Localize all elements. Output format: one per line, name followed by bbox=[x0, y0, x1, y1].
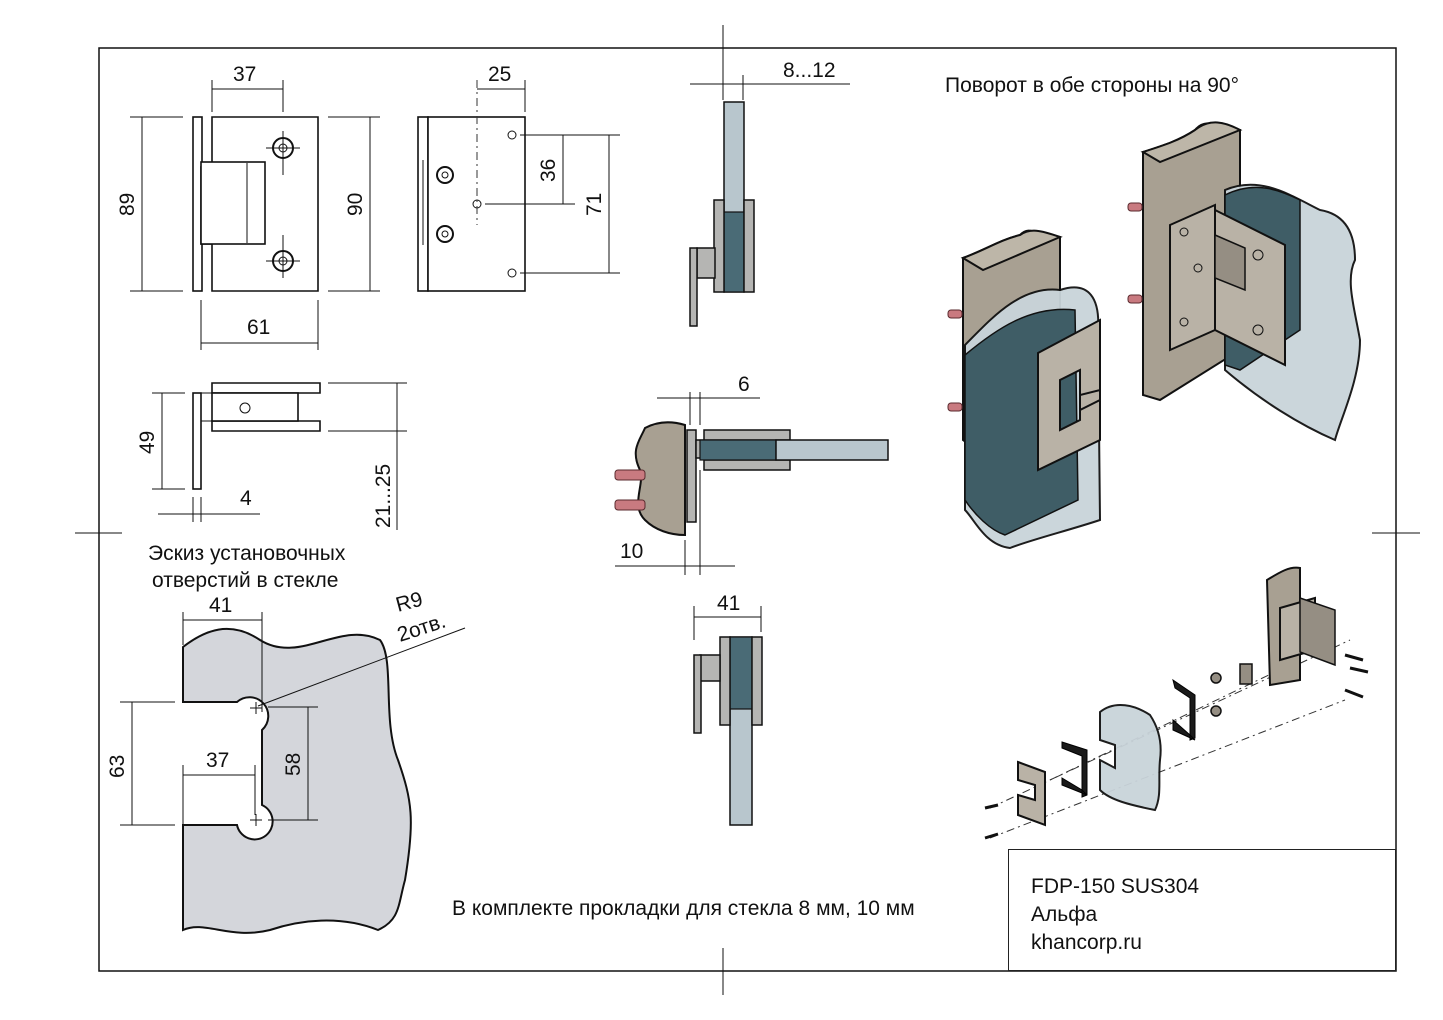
dim-cutout-radius: R9 bbox=[393, 588, 425, 617]
dim-front-width-top: 37 bbox=[233, 63, 256, 86]
product-code: FDP-150 SUS304 bbox=[1031, 875, 1200, 898]
side-view bbox=[417, 80, 620, 292]
kit-note: В комплекте прокладки для стекла 8 мм, 1… bbox=[452, 897, 915, 920]
dim-gap: 6 bbox=[738, 373, 750, 396]
dim-glass-thickness: 8...12 bbox=[783, 59, 836, 82]
dim-top-clamp-range: 21...25 bbox=[372, 464, 395, 528]
iso-hinge-closed bbox=[947, 229, 1102, 550]
product-name: Альфа bbox=[1031, 903, 1098, 926]
dim-cutout-height: 63 bbox=[106, 755, 129, 778]
dim-front-height-right: 90 bbox=[344, 193, 367, 216]
drawing-frame bbox=[98, 47, 1397, 972]
title-block: FDP-150 SUS304 Альфа khancorp.ru bbox=[1008, 849, 1396, 971]
dim-front-height-left: 89 bbox=[116, 193, 139, 216]
dim-side-hole-half: 36 bbox=[537, 159, 560, 182]
dim-cutout-hole-spacing: 58 bbox=[282, 753, 305, 776]
front-view bbox=[130, 80, 380, 350]
dim-cutout-width-top: 41 bbox=[209, 594, 232, 617]
section-horizontal bbox=[614, 392, 889, 575]
dim-cutout-depth: 37 bbox=[206, 749, 229, 772]
section-vertical bbox=[689, 25, 850, 327]
website: khancorp.ru bbox=[1031, 931, 1142, 954]
glass-sketch-title-line2: отверстий в стекле bbox=[152, 569, 338, 592]
section-lower bbox=[693, 606, 763, 826]
iso-hinge-open bbox=[1127, 121, 1362, 442]
dim-top-thickness: 4 bbox=[240, 487, 252, 510]
rotation-note: Поворот в обе стороны на 90° bbox=[945, 74, 1239, 97]
dim-side-offset: 25 bbox=[488, 63, 511, 86]
dim-front-width-bottom: 61 bbox=[247, 316, 270, 339]
glass-cutout bbox=[120, 612, 466, 934]
dim-side-hole-spacing: 71 bbox=[583, 193, 606, 216]
dim-top-height: 49 bbox=[136, 431, 159, 454]
top-view bbox=[152, 382, 407, 530]
dim-lower-width: 41 bbox=[717, 592, 740, 615]
dim-offset: 10 bbox=[620, 540, 643, 563]
glass-sketch-title-line1: Эскиз установочных bbox=[148, 542, 346, 565]
exploded-view bbox=[984, 566, 1369, 840]
